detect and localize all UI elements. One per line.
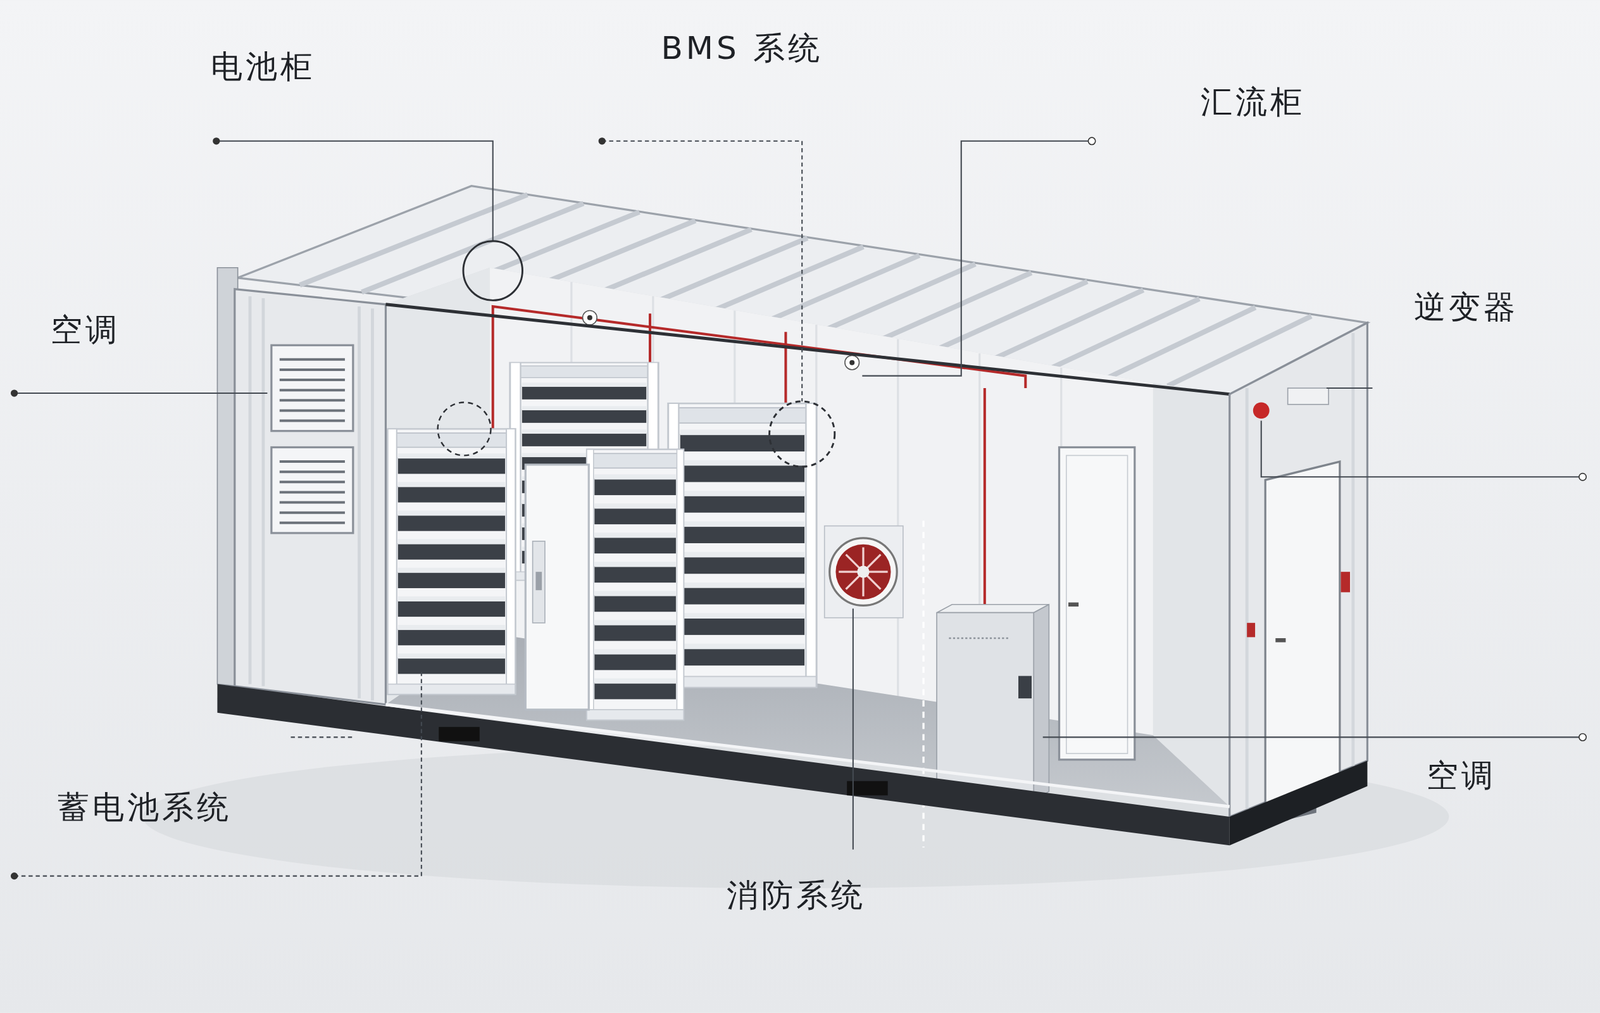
callout-label: 汇流柜 bbox=[1200, 82, 1306, 121]
interior bbox=[385, 267, 1230, 848]
leader-dots bbox=[10, 137, 1587, 880]
callout-label: 电池柜 bbox=[210, 47, 316, 86]
callout-label: 蓄电池系统 bbox=[57, 787, 232, 826]
right-end-wall bbox=[1229, 322, 1368, 825]
leader-lines bbox=[14, 141, 1583, 876]
battery-racks bbox=[387, 362, 817, 721]
base-frame bbox=[217, 684, 1368, 846]
callout-label: 逆变器 bbox=[1413, 287, 1519, 326]
callout-label: BMS 系统 bbox=[661, 29, 823, 68]
left-wall-section bbox=[217, 267, 1230, 705]
callout-label: 消防系统 bbox=[726, 875, 866, 914]
callout-label: 空调 bbox=[1426, 756, 1497, 795]
callout-label: 空调 bbox=[50, 310, 121, 349]
